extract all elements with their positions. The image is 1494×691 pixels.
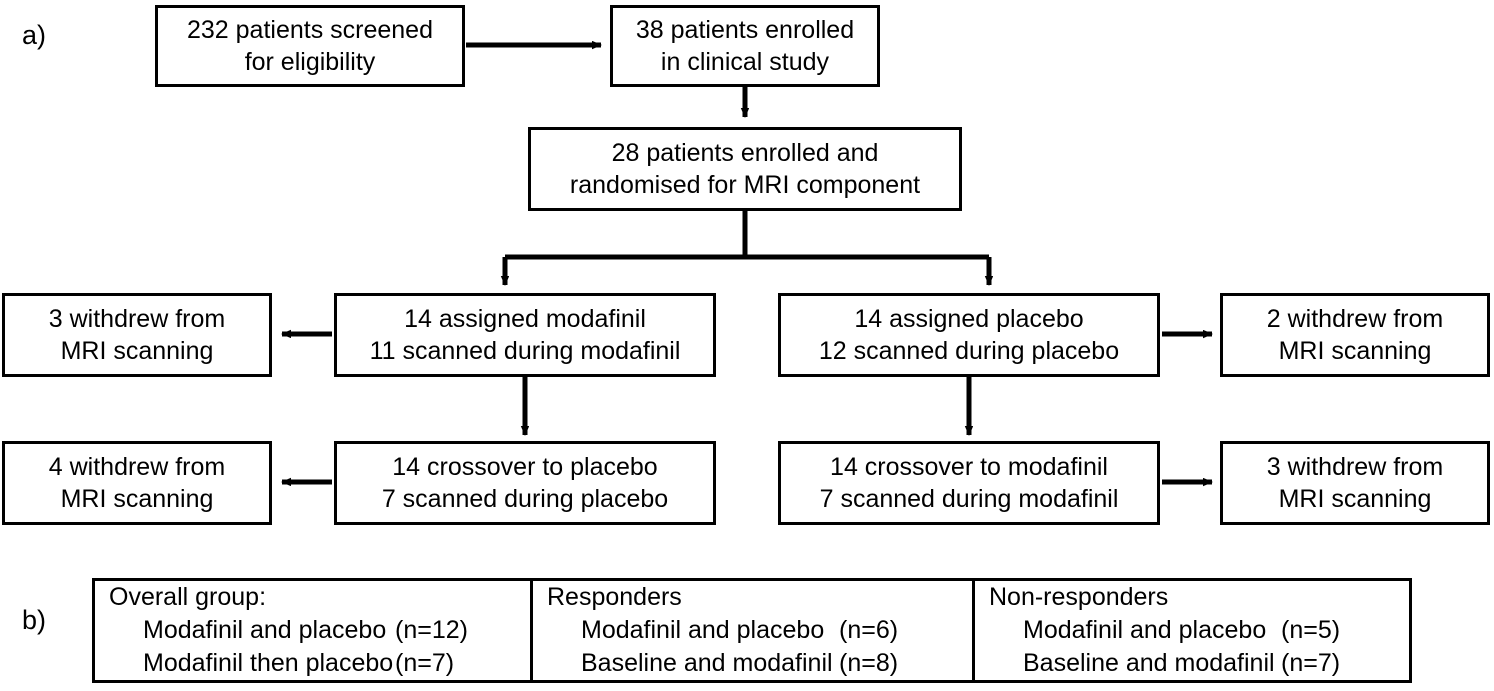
group-row-label: Modafinil then placebo — [143, 649, 394, 677]
group-row-n: (n=7) — [395, 649, 455, 677]
node-randomised: 28 patients enrolled and randomised for … — [528, 127, 962, 211]
node-line: 12 scanned during placebo — [818, 337, 1120, 365]
group-row: Baseline and modafinil (n=8) — [547, 647, 972, 680]
node-line: 28 patients enrolled and — [611, 139, 879, 167]
node-line: 7 scanned during modafinil — [819, 485, 1119, 513]
node-line: MRI scanning — [60, 485, 214, 513]
group-row-label: Modafinil and placebo — [143, 616, 387, 644]
panel-b-label: b) — [22, 605, 47, 635]
node-assigned-placebo: 14 assigned placebo 12 scanned during pl… — [778, 293, 1160, 377]
node-withdrew-placebo-2: 3 withdrew from MRI scanning — [1220, 441, 1490, 525]
group-title: Responders — [547, 583, 682, 611]
node-withdrew-modafinil-1: 3 withdrew from MRI scanning — [2, 293, 272, 377]
node-line: 232 patients screened — [186, 16, 433, 44]
node-line: 7 scanned during placebo — [381, 485, 669, 513]
node-line: MRI scanning — [1278, 337, 1432, 365]
group-row-label: Baseline and modafinil — [1023, 649, 1275, 677]
node-enrolled: 38 patients enrolled in clinical study — [610, 5, 880, 87]
node-line: in clinical study — [660, 48, 830, 76]
group-row: Baseline and modafinil (n=7) — [989, 647, 1412, 680]
node-assigned-modafinil: 14 assigned modafinil 11 scanned during … — [334, 293, 716, 377]
node-crossover-placebo: 14 crossover to placebo 7 scanned during… — [334, 441, 716, 525]
node-screened: 232 patients screened for eligibility — [155, 5, 465, 87]
group-title: Overall group: — [109, 583, 267, 611]
node-withdrew-placebo-1: 2 withdrew from MRI scanning — [1220, 293, 1490, 377]
group-divider-1 — [530, 581, 533, 680]
node-line: 14 crossover to modafinil — [830, 453, 1108, 481]
node-line: 4 withdrew from — [48, 453, 226, 481]
group-row-n: (n=8) — [839, 649, 899, 677]
node-line: 3 withdrew from — [1266, 453, 1444, 481]
node-withdrew-modafinil-2: 4 withdrew from MRI scanning — [2, 441, 272, 525]
group-overall: Overall group: Modafinil and placebo (n=… — [95, 581, 530, 680]
group-row-label: Baseline and modafinil — [581, 649, 833, 677]
group-summary-box: Overall group: Modafinil and placebo (n=… — [92, 578, 1412, 683]
node-line: 11 scanned during modafinil — [369, 337, 681, 365]
group-row: Modafinil and placebo (n=5) — [989, 614, 1412, 647]
group-row-label: Modafinil and placebo — [1023, 616, 1267, 644]
group-row-label: Modafinil and placebo — [581, 616, 825, 644]
node-line: 14 assigned modafinil — [404, 305, 646, 333]
node-line: MRI scanning — [1278, 485, 1432, 513]
panel-a-label: a) — [22, 20, 47, 50]
node-line: randomised for MRI component — [569, 171, 921, 199]
group-row: Modafinil and placebo (n=6) — [547, 614, 972, 647]
node-crossover-modafinil: 14 crossover to modafinil 7 scanned duri… — [778, 441, 1160, 525]
group-row: Modafinil and placebo (n=12) — [109, 614, 530, 647]
group-row-n: (n=6) — [839, 616, 899, 644]
node-line: 14 assigned placebo — [854, 305, 1084, 333]
group-title: Non-responders — [989, 583, 1169, 611]
node-line: 3 withdrew from — [48, 305, 226, 333]
node-line: 2 withdrew from — [1266, 305, 1444, 333]
group-row-n: (n=7) — [1281, 649, 1341, 677]
group-row: Modafinil then placebo (n=7) — [109, 647, 530, 680]
group-non-responders: Non-responders Modafinil and placebo (n=… — [975, 581, 1412, 680]
node-line: MRI scanning — [60, 337, 214, 365]
group-row-n: (n=5) — [1281, 616, 1341, 644]
group-divider-2 — [972, 581, 975, 680]
node-line: 38 patients enrolled — [635, 16, 855, 44]
node-line: for eligibility — [244, 48, 376, 76]
group-responders: Responders Modafinil and placebo (n=6) B… — [533, 581, 972, 680]
node-line: 14 crossover to placebo — [392, 453, 658, 481]
group-row-n: (n=12) — [395, 616, 468, 644]
